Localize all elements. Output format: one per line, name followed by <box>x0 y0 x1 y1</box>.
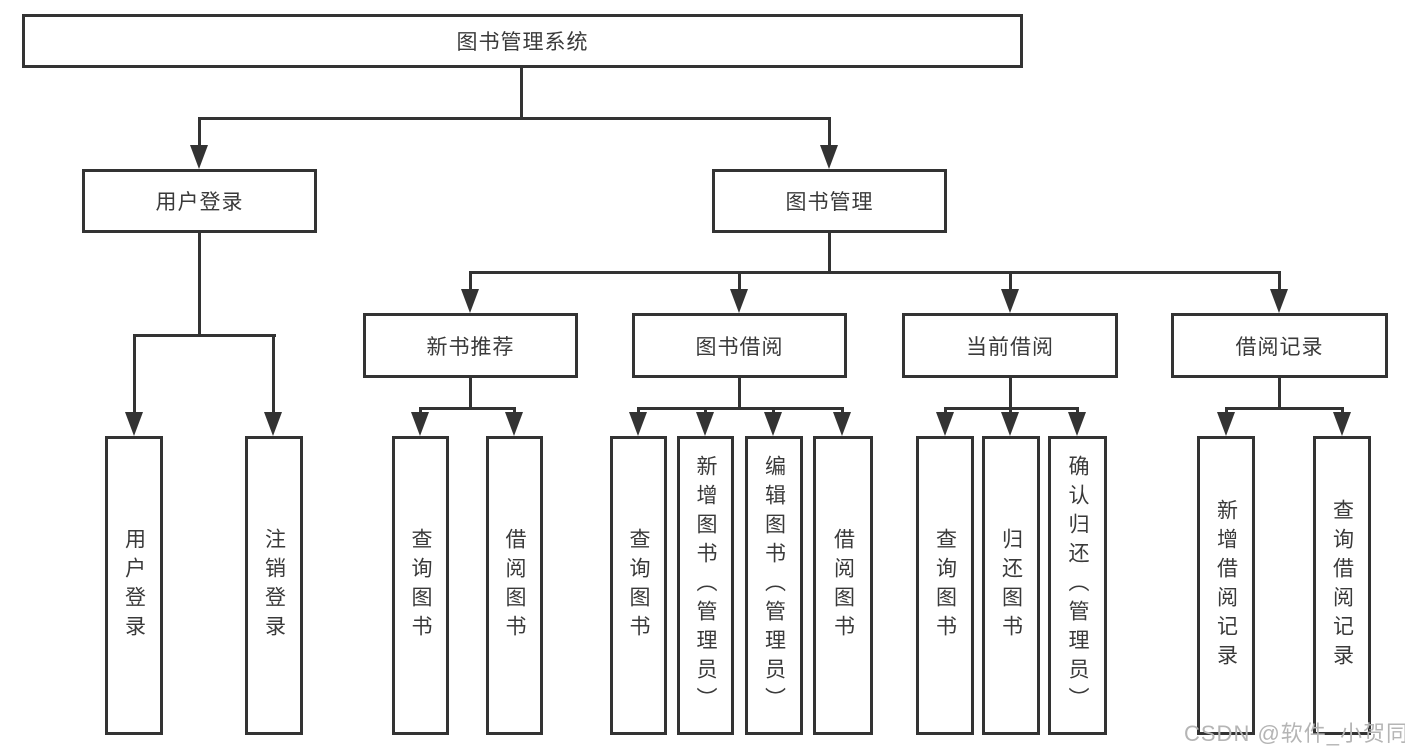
leaf-query-books-1: 查询图书 <box>392 436 449 735</box>
arrow-to-leaf-query-books-3 <box>936 412 954 436</box>
edge-stem <box>944 407 947 415</box>
arrow-to-leaf-query-record <box>1333 412 1351 436</box>
edge-book-mgmt-stem <box>828 232 831 273</box>
leaf-borrow-books-1: 借阅图书 <box>486 436 543 735</box>
node-borrow-records: 借阅记录 <box>1171 313 1388 378</box>
arrow-to-leaf-return-books <box>1001 412 1019 436</box>
edge-stem <box>1341 407 1344 415</box>
leaf-confirm-return-admin: 确认归还（管理员） <box>1048 436 1107 735</box>
leaf-label: 借阅图书 <box>831 527 855 644</box>
leaf-query-books-2: 查询图书 <box>610 436 667 735</box>
leaf-label: 用户登录 <box>122 527 146 644</box>
arrow-to-book-borrow <box>730 289 748 313</box>
edge-stem <box>1225 407 1228 415</box>
arrow-to-leaf-login <box>125 412 143 436</box>
leaf-return-books: 归还图书 <box>982 436 1040 735</box>
edge-user-login-stem <box>198 232 201 336</box>
arrow-to-user-login <box>190 145 208 169</box>
edge-stem <box>419 407 422 415</box>
node-new-book-recommend: 新书推荐 <box>363 313 578 378</box>
edge-user-login-crossbar <box>133 334 276 337</box>
edge-stem <box>1076 407 1079 415</box>
edge-root-crossbar <box>198 117 831 120</box>
leaf-label: 新增借阅记录 <box>1214 498 1238 673</box>
leaf-label: 借阅图书 <box>503 527 526 644</box>
arrow-to-book-mgmt <box>820 145 838 169</box>
node-current-borrow: 当前借阅 <box>902 313 1118 378</box>
arrow-to-leaf-borrow-books-1 <box>505 412 523 436</box>
arrow-to-current-borrow <box>1001 289 1019 313</box>
leaf-edit-books-admin: 编辑图书（管理员） <box>745 436 803 735</box>
node-user-login: 用户登录 <box>82 169 317 233</box>
edge-stem <box>772 407 775 415</box>
edge-to-user-login-stem <box>198 117 201 148</box>
arrow-to-leaf-add-record <box>1217 412 1235 436</box>
edge-stem <box>704 407 707 415</box>
leaf-query-borrow-record: 查询借阅记录 <box>1313 436 1371 735</box>
edge-root-stem <box>520 67 523 118</box>
arrow-to-leaf-borrow-books-2 <box>833 412 851 436</box>
node-book-borrow: 图书借阅 <box>632 313 847 378</box>
edge-borrow-records-stem <box>1278 377 1281 410</box>
arrow-to-leaf-add-books <box>696 412 714 436</box>
edge-book-mgmt-crossbar <box>469 271 1281 274</box>
leaf-label: 注销登录 <box>262 527 286 644</box>
leaf-label: 查询图书 <box>933 527 957 644</box>
arrow-to-leaf-edit-books <box>764 412 782 436</box>
arrow-to-leaf-query-books-1 <box>411 412 429 436</box>
edge-to-book-borrow-stem <box>738 271 741 291</box>
leaf-user-login: 用户登录 <box>105 436 163 735</box>
node-book-management: 图书管理 <box>712 169 947 233</box>
edge-to-current-borrow-stem <box>1009 271 1012 291</box>
edge-to-book-mgmt-stem <box>828 117 831 148</box>
arrow-to-borrow-records <box>1270 289 1288 313</box>
edge-book-borrow-stem <box>738 377 741 410</box>
leaf-logout: 注销登录 <box>245 436 303 735</box>
edge-to-borrow-records-stem <box>1278 271 1281 291</box>
leaf-label: 查询借阅记录 <box>1330 498 1354 673</box>
leaf-label: 归还图书 <box>999 527 1023 644</box>
edge-to-new-books-stem <box>469 271 472 291</box>
arrow-to-leaf-logout <box>264 412 282 436</box>
leaf-label: 新增图书（管理员） <box>694 455 717 716</box>
edge-book-borrow-crossbar <box>637 407 844 410</box>
node-root-library-system: 图书管理系统 <box>22 14 1023 68</box>
leaf-add-books-admin: 新增图书（管理员） <box>677 436 734 735</box>
csdn-watermark: CSDN @软件_小贺同学 <box>1184 721 1405 746</box>
edge-stem <box>1009 407 1012 415</box>
arrow-to-leaf-query-books-2 <box>629 412 647 436</box>
edge-to-leaf-login-stem <box>133 334 136 415</box>
edge-current-borrow-stem <box>1009 377 1012 410</box>
leaf-label: 确认归还（管理员） <box>1066 455 1089 716</box>
leaf-label: 查询图书 <box>627 527 650 644</box>
edge-stem <box>841 407 844 415</box>
leaf-add-borrow-record: 新增借阅记录 <box>1197 436 1255 735</box>
leaf-query-books-3: 查询图书 <box>916 436 974 735</box>
edge-borrow-records-crossbar <box>1225 407 1343 410</box>
leaf-label: 查询图书 <box>409 527 432 644</box>
leaf-borrow-books-2: 借阅图书 <box>813 436 873 735</box>
edge-stem <box>637 407 640 415</box>
edge-new-books-stem <box>469 377 472 410</box>
leaf-label: 编辑图书（管理员） <box>762 455 786 716</box>
edge-to-leaf-logout-stem <box>272 334 275 415</box>
edge-new-books-crossbar <box>419 407 516 410</box>
arrow-to-new-books <box>461 289 479 313</box>
arrow-to-leaf-confirm-return <box>1068 412 1086 436</box>
edge-stem <box>513 407 516 415</box>
